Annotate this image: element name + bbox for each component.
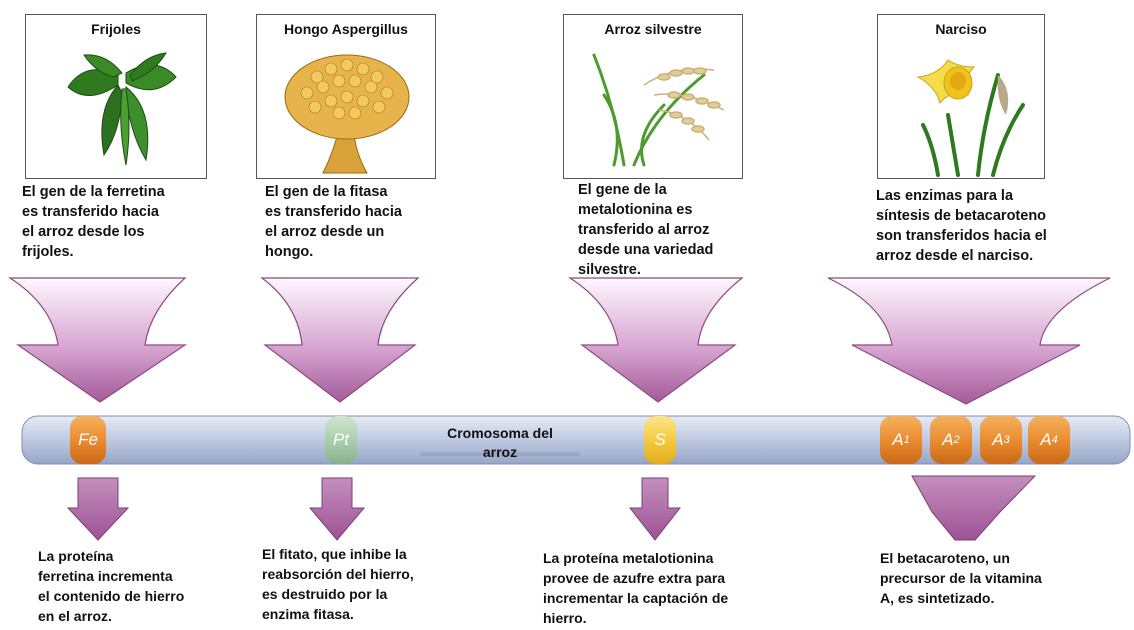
source-title: Hongo Aspergillus bbox=[284, 21, 408, 37]
funnel-arrow-hongo bbox=[260, 277, 420, 403]
small-arrow-a bbox=[911, 475, 1037, 541]
source-text-frijoles: El gen de la ferretina es transferido ha… bbox=[22, 184, 165, 260]
source-panel-arroz-silvestre: Arroz silvestre bbox=[563, 14, 743, 179]
funnel-arrow-frijoles bbox=[7, 277, 187, 403]
gene-pt: Pt bbox=[325, 416, 357, 464]
wild-rice-icon bbox=[592, 53, 725, 167]
funnel-arrow-arroz-silvestre bbox=[567, 277, 744, 403]
small-arrow-pt bbox=[308, 477, 366, 541]
source-panel-hongo: Hongo Aspergillus bbox=[256, 14, 436, 179]
chromosome-label: Cromosoma del arroz bbox=[447, 425, 553, 460]
source-title: Arroz silvestre bbox=[604, 21, 702, 37]
gene-fe: Fe bbox=[70, 416, 106, 464]
chromosome-bar bbox=[21, 415, 1131, 465]
outcome-text-fe: La proteína ferretina incrementa el cont… bbox=[38, 548, 185, 624]
source-panel-frijoles: Frijoles bbox=[25, 14, 207, 179]
aspergillus-fungus-icon bbox=[284, 54, 410, 174]
funnel-arrow-narciso bbox=[827, 277, 1111, 405]
outcome-text-a: El betacaroteno, un precursor de la vita… bbox=[880, 550, 1042, 606]
gene-s: S bbox=[644, 416, 676, 464]
source-title: Frijoles bbox=[91, 21, 141, 37]
outcome-text-pt: El fitato, que inhibe la reabsorción del… bbox=[262, 546, 414, 622]
outcome-text-s: La proteína metalotionina provee de azuf… bbox=[543, 550, 729, 626]
small-arrow-fe bbox=[66, 477, 130, 541]
source-text-narciso: Las enzimas para la síntesis de betacaro… bbox=[876, 188, 1047, 264]
bean-plant-icon bbox=[67, 52, 177, 166]
source-title: Narciso bbox=[935, 21, 987, 37]
daffodil-icon bbox=[916, 59, 1025, 177]
small-arrow-s bbox=[628, 477, 682, 541]
source-text-arroz-silvestre: El gene de la metalotionina es transferi… bbox=[578, 182, 714, 278]
source-text-hongo: El gen de la fitasa es transferido hacia… bbox=[265, 184, 402, 260]
source-panel-narciso: Narciso bbox=[877, 14, 1045, 179]
